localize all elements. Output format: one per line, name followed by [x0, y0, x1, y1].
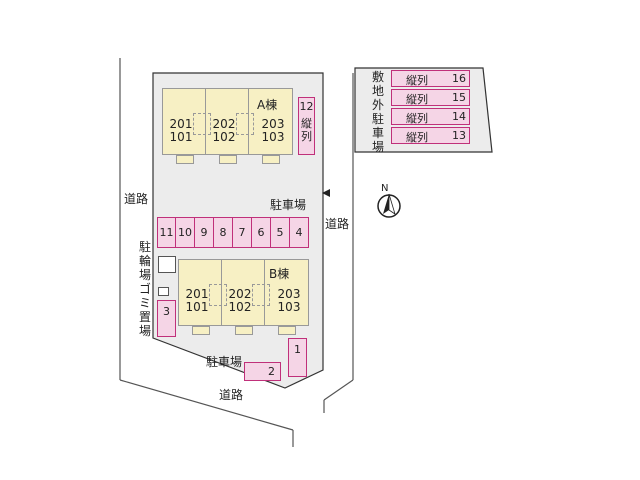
garbage-area — [158, 287, 169, 296]
offsite-slot-14: 縦列 14 — [391, 108, 470, 125]
building-a-unit-2: 202 102 — [205, 118, 243, 144]
building-a-step-2 — [219, 155, 237, 164]
building-a-divider-2 — [248, 88, 249, 155]
parking-slot: 5 — [271, 217, 290, 248]
offsite-slot-15: 縦列 15 — [391, 89, 470, 106]
parking-slot: 8 — [214, 217, 233, 248]
bicycle-parking-label: 駐輪場 — [138, 240, 151, 282]
unit-lower-number: 101 — [185, 300, 209, 314]
building-a-divider-1 — [205, 88, 206, 155]
building-b-stair-2 — [252, 284, 270, 306]
building-a-stair-2 — [236, 113, 254, 135]
building-a — [162, 88, 293, 155]
building-b-unit-3: 203 103 — [269, 288, 309, 314]
parking-label-center: 駐車場 — [270, 198, 307, 212]
parking-slot: 11 — [157, 217, 176, 248]
unit-lower-number: 103 — [277, 300, 301, 314]
parking-slot: 10 — [176, 217, 195, 248]
offsite-slot-label: 縦列 — [406, 112, 428, 125]
unit-lower-number: 103 — [261, 130, 285, 144]
building-b-divider-1 — [221, 259, 222, 326]
offsite-slot-13: 縦列 13 — [391, 127, 470, 144]
building-b-step-1 — [192, 326, 210, 335]
building-a-unit-1: 201 101 — [162, 118, 200, 144]
offsite-slot-16: 縦列 16 — [391, 70, 470, 87]
parking-label-bottom: 駐車場 — [206, 355, 243, 369]
parking-slot-12-label: 縦列 — [301, 117, 312, 143]
building-b-stair-1 — [209, 284, 227, 306]
building-b-unit-2: 202 102 — [221, 288, 259, 314]
offsite-slot-number: 14 — [452, 110, 466, 123]
building-b-step-2 — [235, 326, 253, 335]
offsite-slot-label: 縦列 — [406, 74, 428, 87]
offsite-parking-label: 敷地外駐車場 — [371, 70, 384, 154]
building-b-name: B棟 — [269, 267, 290, 281]
unit-upper-number: 203 — [261, 117, 285, 131]
building-a-step-3 — [262, 155, 280, 164]
parking-slot: 4 — [290, 217, 309, 248]
unit-upper-number: 202 — [228, 287, 252, 301]
parking-slot-1: 1 — [288, 338, 307, 377]
unit-upper-number: 201 — [185, 287, 209, 301]
north-compass-icon — [377, 193, 401, 218]
parking-slot: 6 — [252, 217, 271, 248]
unit-lower-number: 101 — [169, 130, 193, 144]
building-a-stair-1 — [193, 113, 211, 135]
road-label-right: 道路 — [325, 217, 350, 231]
unit-lower-number: 102 — [212, 130, 236, 144]
garbage-area-label: ゴミ置場 — [138, 282, 151, 338]
building-b — [178, 259, 309, 326]
bicycle-parking-area — [158, 256, 176, 273]
building-b-step-3 — [278, 326, 296, 335]
parking-slot-2: 2 — [244, 362, 281, 381]
offsite-slot-label: 縦列 — [406, 131, 428, 144]
unit-upper-number: 202 — [212, 117, 236, 131]
offsite-slot-number: 16 — [452, 72, 466, 85]
building-a-step-1 — [176, 155, 194, 164]
parking-slot: 7 — [233, 217, 252, 248]
parking-row: 11 10 9 8 7 6 5 4 — [157, 217, 309, 248]
road-label-left: 道路 — [124, 192, 149, 206]
building-b-divider-2 — [264, 259, 265, 326]
building-a-name: A棟 — [257, 98, 278, 112]
offsite-slot-number: 13 — [452, 129, 466, 142]
unit-upper-number: 203 — [277, 287, 301, 301]
parking-slot-3: 3 — [157, 300, 176, 337]
unit-lower-number: 102 — [228, 300, 252, 314]
building-b-unit-1: 201 101 — [178, 288, 216, 314]
parking-slot-12-number: 12 — [299, 100, 314, 113]
compass-north-label: N — [381, 183, 389, 194]
unit-upper-number: 201 — [169, 117, 193, 131]
parking-slot-12: 12 縦列 — [298, 97, 315, 155]
offsite-slot-number: 15 — [452, 91, 466, 104]
entrance-arrow — [322, 189, 330, 197]
parking-slot: 9 — [195, 217, 214, 248]
offsite-slot-label: 縦列 — [406, 93, 428, 106]
building-a-unit-3: 203 103 — [253, 118, 293, 144]
road-label-bottom: 道路 — [219, 388, 244, 402]
